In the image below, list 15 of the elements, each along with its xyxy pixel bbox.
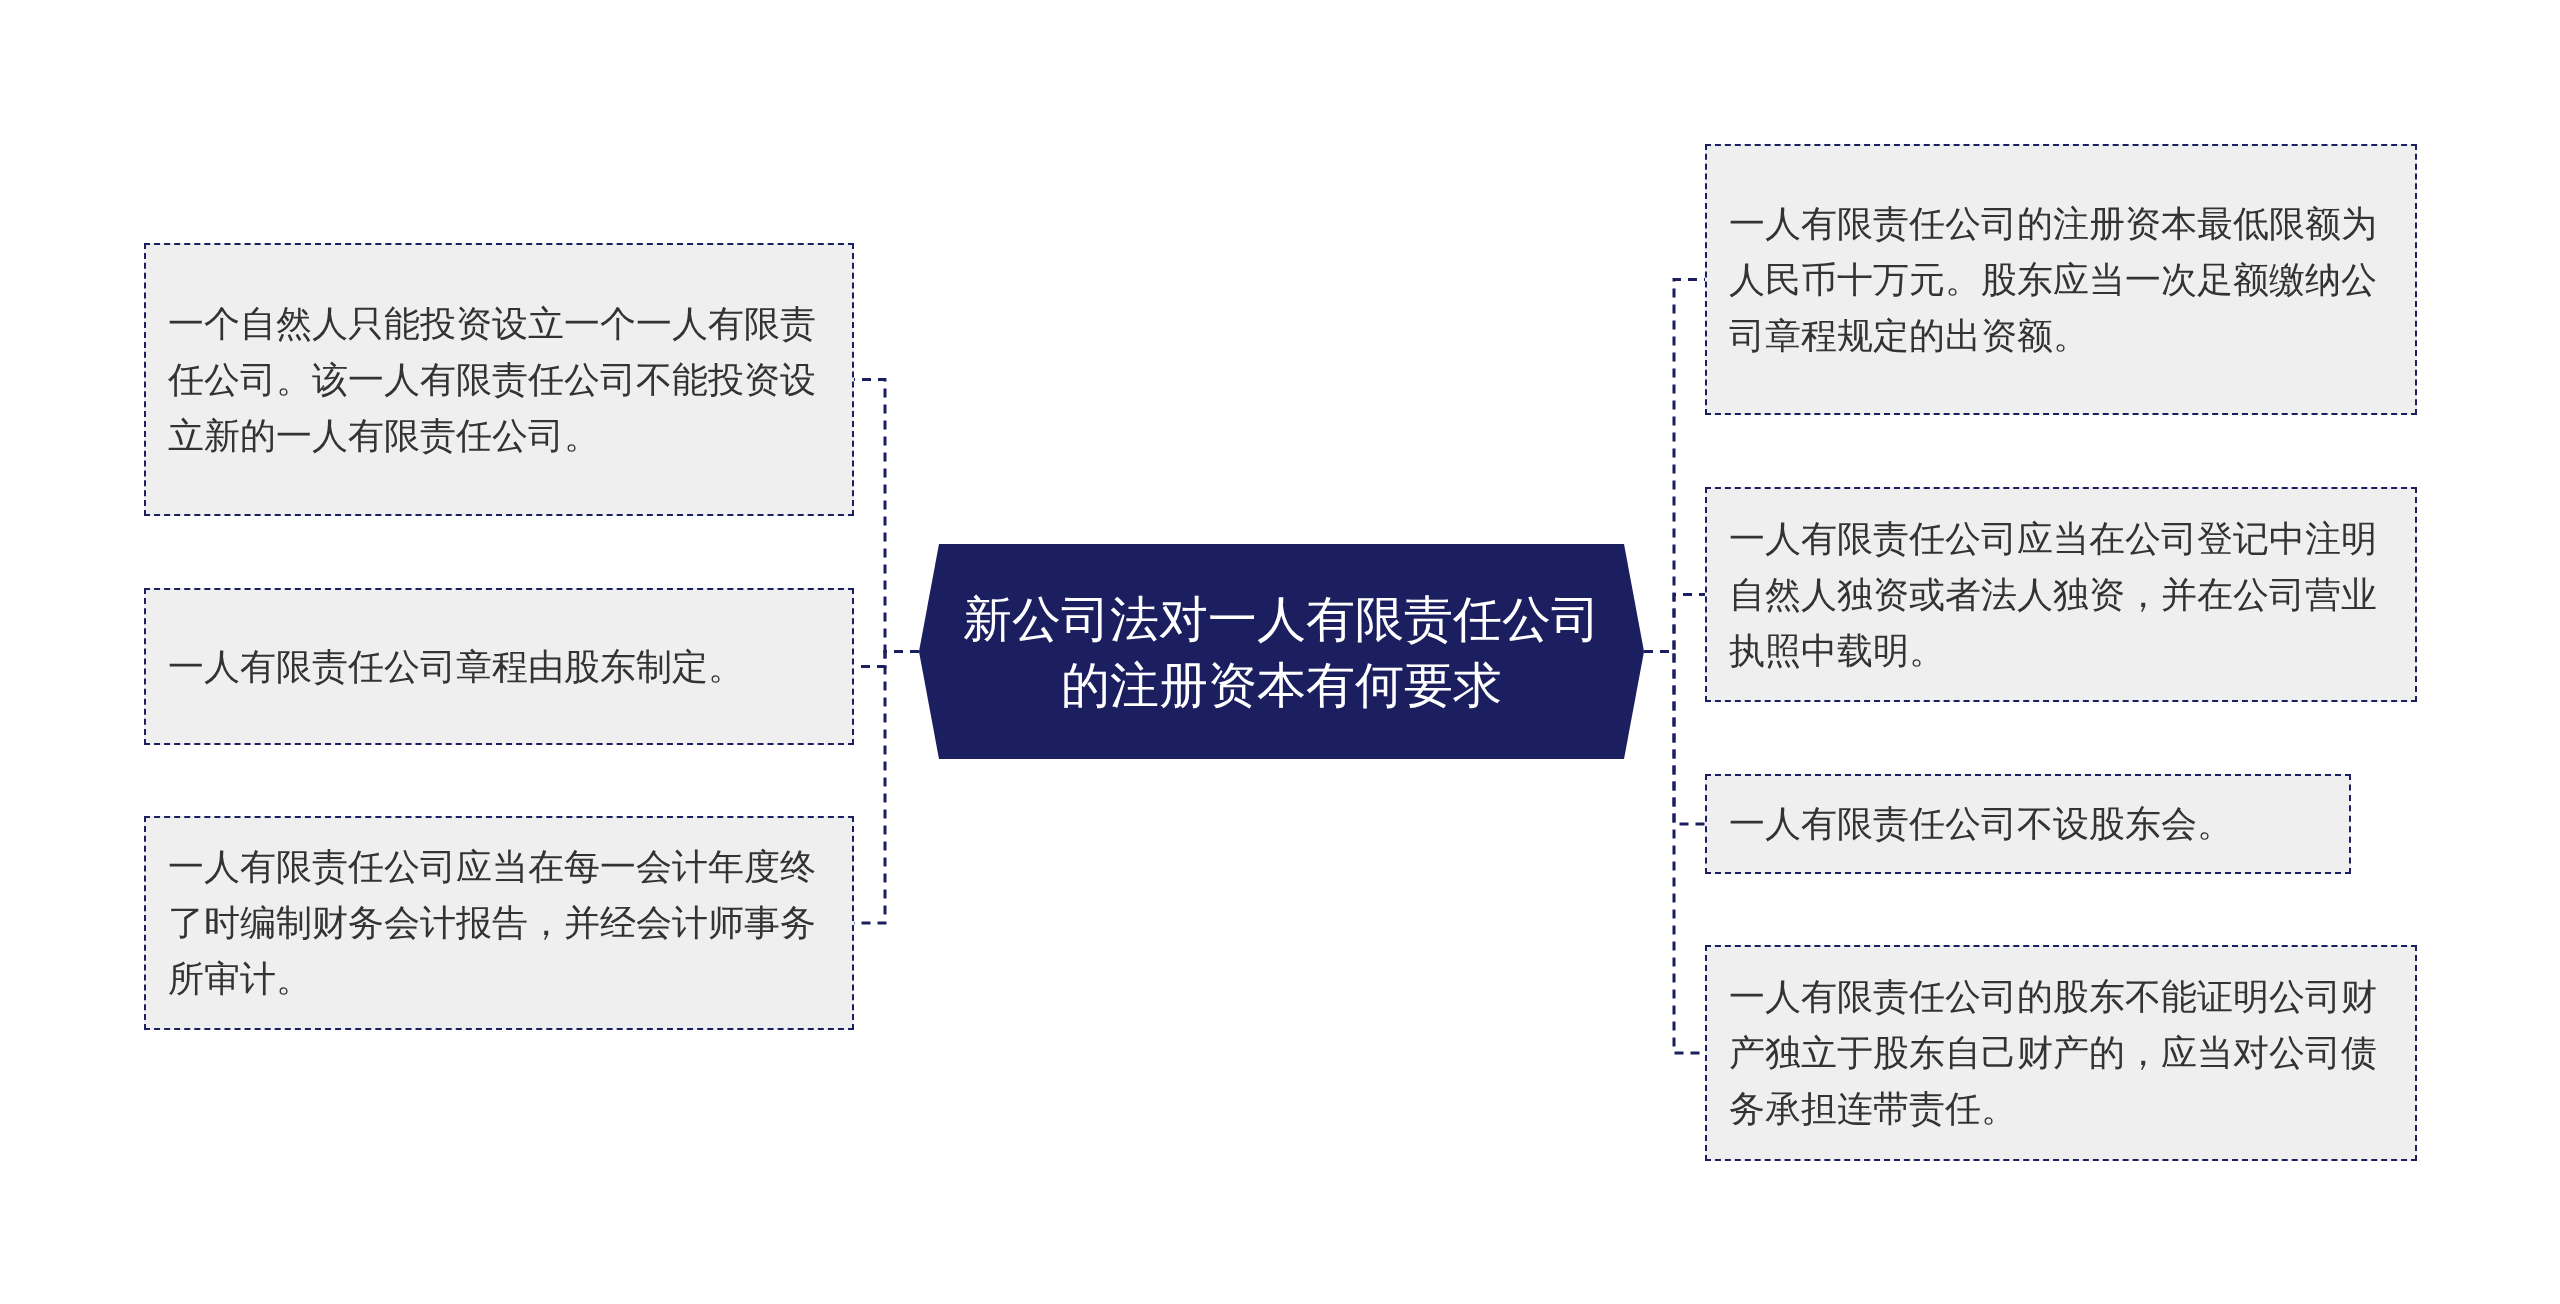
box-text: 一人有限责任公司应当在每一会计年度终了时编制财务会计报告，并经会计师事务所审计。 — [168, 845, 817, 1001]
topic-text: 新公司法对一人有限责任公司的注册资本有何要求 — [962, 590, 1601, 714]
text-box — [1705, 945, 2417, 1161]
box-text: 一个自然人只能投资设立一个一人有限责任公司。该一人有限责任公司不能投资设立新的一人有限责任公司。 — [168, 301, 817, 458]
box-text: 一人有限责任公司的股东不能证明公司财产独立于股东自己财产的，应当对公司债务承担连带责任。 — [1729, 975, 2378, 1131]
text-box — [1705, 487, 2417, 702]
box-text: 一人有限责任公司不设股东会。 — [1729, 802, 2234, 846]
box-text: 一人有限责任公司章程由股东制定。 — [168, 644, 745, 689]
text-box — [1705, 774, 2351, 874]
box-text: 一人有限责任公司的注册资本最低限额为人民币十万元。股东应当一次足额缴纳公司章程规定的出资额。 — [1729, 201, 2378, 358]
text-box — [144, 243, 854, 516]
box-text: 一人有限责任公司应当在公司登记中注明自然人独资或者法人独资，并在公司营业执照中载明。 — [1729, 516, 2378, 673]
text-box — [1705, 144, 2417, 415]
text-box — [144, 588, 854, 745]
text-box — [144, 816, 854, 1030]
